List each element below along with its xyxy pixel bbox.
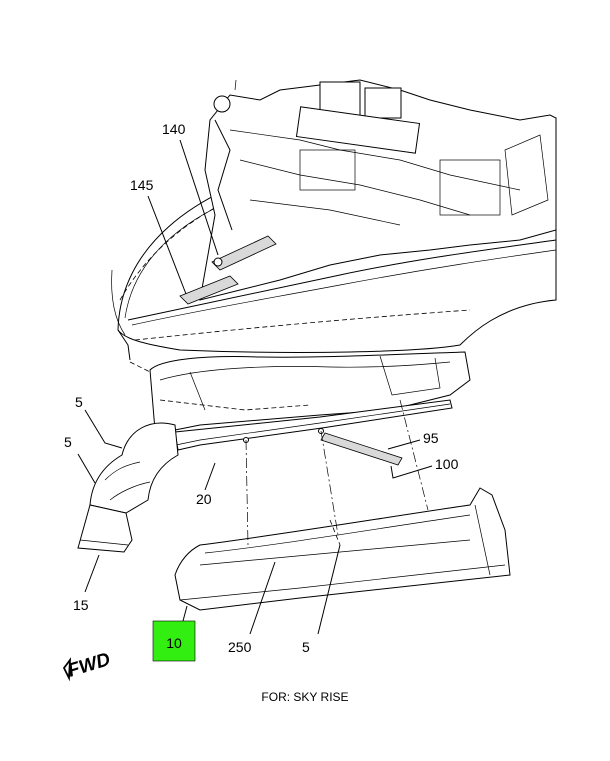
fwd-indicator: FWD bbox=[62, 649, 113, 682]
callout-250: 250 bbox=[228, 639, 252, 655]
callout-140: 140 bbox=[162, 121, 186, 137]
callout-10: 10 bbox=[166, 635, 182, 651]
highlight-box bbox=[152, 620, 196, 662]
highlighted-callout-10[interactable]: 10 bbox=[152, 620, 196, 662]
cab-upper-structure bbox=[111, 79, 557, 361]
part-95 bbox=[320, 432, 403, 466]
callout-95: 95 bbox=[423, 430, 439, 446]
callout-5-lower: 5 bbox=[302, 639, 310, 655]
part-145 bbox=[179, 275, 239, 305]
callout-20: 20 bbox=[196, 491, 212, 507]
applicability-footer: FOR: SKY RISE bbox=[261, 690, 349, 704]
lower-housing bbox=[77, 351, 511, 611]
callout-5-upper: 5 bbox=[75, 394, 83, 410]
callout-labels: 140 145 5 5 95 100 20 15 250 5 bbox=[64, 121, 459, 655]
callout-15: 15 bbox=[73, 597, 89, 613]
fwd-label: FWD bbox=[65, 649, 113, 682]
callout-145: 145 bbox=[130, 177, 154, 193]
part-140 bbox=[211, 235, 277, 271]
callout-5-middle: 5 bbox=[64, 434, 72, 450]
leader-lines bbox=[77, 139, 433, 635]
fwd-arrow-icon bbox=[62, 657, 72, 682]
callout-100: 100 bbox=[435, 456, 459, 472]
